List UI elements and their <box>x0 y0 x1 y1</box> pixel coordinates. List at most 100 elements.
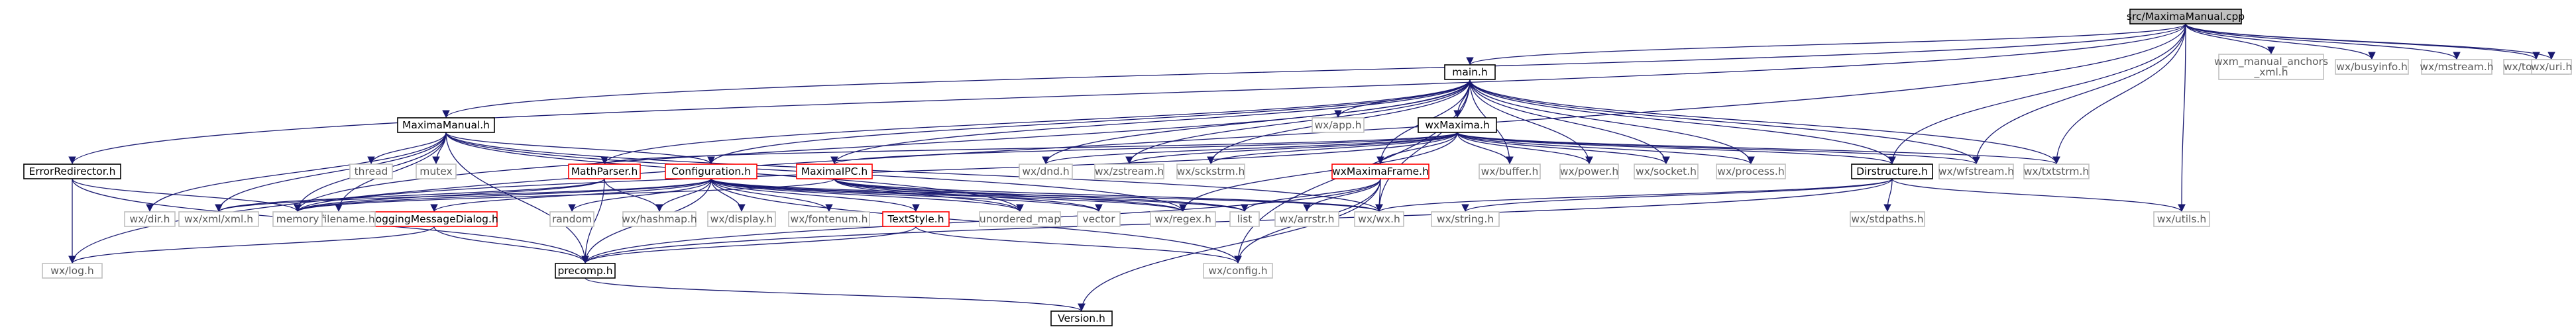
edge-mmh-to-wxdir <box>146 132 447 213</box>
edge-wxmaxima-to-wxwfstream <box>1457 132 1980 165</box>
node-wxpower[interactable]: wx/power.h <box>1559 164 1619 179</box>
edge-maximaipc-to-wxregex <box>834 178 1187 213</box>
node-wxlog[interactable]: wx/log.h <box>42 263 103 279</box>
edge-root-to-wxtxtstrm <box>2052 23 2186 165</box>
edge-wxmaxima-to-wxmframe <box>1376 132 1458 165</box>
node-label: wx/power.h <box>1560 166 1618 177</box>
edge-main-to-wxtxtstrm <box>1469 79 2060 165</box>
node-wxmanual[interactable]: wxm_manual_anchors_xml.h <box>2214 54 2328 80</box>
edge-main-to-dirstruct <box>1469 79 1896 165</box>
node-vector[interactable]: vector <box>1077 211 1121 227</box>
node-maximaipc[interactable]: MaximaIPC.h <box>796 164 873 179</box>
node-label: wx/display.h <box>710 213 773 225</box>
edge-config-to-wxconfig <box>710 178 1242 264</box>
node-label: wx/socket.h <box>1636 166 1697 177</box>
node-wxconfig[interactable]: wx/config.h <box>1203 263 1273 279</box>
edge-root-to-dirstruct <box>1888 23 2186 165</box>
node-box <box>1444 64 1496 80</box>
node-box <box>1331 164 1429 179</box>
node-textstyle[interactable]: TextStyle.h <box>882 211 950 227</box>
node-wxmframe[interactable]: wxMaximaFrame.h <box>1331 164 1429 179</box>
node-wxutils[interactable]: wx/utils.h <box>2153 211 2210 227</box>
node-unordered[interactable]: unordered_map <box>979 211 1061 227</box>
node-wxhashmap[interactable]: wx/hashmap.h <box>622 211 697 227</box>
node-box <box>1019 164 1073 179</box>
node-wxwx[interactable]: wx/wx.h <box>1354 211 1404 227</box>
node-wxzstream[interactable]: wx/zstream.h <box>1094 164 1164 179</box>
edge-root-to-wxwfstream <box>1972 23 2186 165</box>
node-label: wx/wx.h <box>1358 213 1400 225</box>
node-precomp[interactable]: precomp.h <box>555 263 616 279</box>
node-box <box>1176 164 1245 179</box>
node-box <box>2531 59 2572 75</box>
edge-wxmframe-to-list <box>1241 178 1381 213</box>
node-label: list <box>1237 213 1253 225</box>
node-wxregex[interactable]: wx/regex.h <box>1150 211 1216 227</box>
node-mmh[interactable]: MaximaManual.h <box>397 117 495 133</box>
node-box <box>788 211 870 227</box>
edge-errred-to-memory <box>72 178 302 213</box>
node-wxdnd[interactable]: wx/dnd.h <box>1019 164 1073 179</box>
node-label: MaximaIPC.h <box>801 166 868 177</box>
node-box <box>1851 164 1933 179</box>
edge-mathparser-to-wxhashmap <box>604 178 663 213</box>
node-label: thread <box>355 166 388 177</box>
node-wxwfstream[interactable]: wx/wfstream.h <box>1938 164 2014 179</box>
node-wxsocket[interactable]: wx/socket.h <box>1634 164 1699 179</box>
edge-root-to-wxlog <box>68 23 2186 264</box>
node-box <box>1850 211 1925 227</box>
edge-config-to-random <box>568 178 712 213</box>
node-box <box>1077 211 1121 227</box>
node-mathparser[interactable]: MathParser.h <box>568 164 641 179</box>
node-wxmaxima[interactable]: wxMaxima.h <box>1418 117 1497 133</box>
node-mutex[interactable]: mutex <box>416 164 457 179</box>
node-wxsckstrm[interactable]: wx/sckstrm.h <box>1176 164 1245 179</box>
node-wxdisplay[interactable]: wx/display.h <box>707 211 776 227</box>
edge-wxmframe-to-version <box>1078 178 1381 312</box>
edge-root-to-errred <box>68 23 2186 165</box>
edge-wxmaxima-to-wxzstream <box>1125 132 1458 165</box>
node-random[interactable]: random <box>549 211 594 227</box>
node-config[interactable]: Configuration.h <box>665 164 757 179</box>
edge-root-to-mmh <box>442 23 2186 118</box>
node-dirstruct[interactable]: Dirstructure.h <box>1851 164 1933 179</box>
node-thread[interactable]: thread <box>349 164 393 179</box>
node-label: wx/utils.h <box>2157 213 2206 225</box>
node-wxdir[interactable]: wx/dir.h <box>124 211 176 227</box>
edge-dirstruct-to-wxwx <box>1375 178 1893 213</box>
node-label: precomp.h <box>557 265 612 277</box>
node-wxxml[interactable]: wx/xml/xml.h <box>178 211 259 227</box>
node-wxprocess[interactable]: wx/process.h <box>1716 164 1786 179</box>
node-label: memory <box>276 213 319 225</box>
node-wxarrstr[interactable]: wx/arrstr.h <box>1274 211 1339 227</box>
node-label: random <box>552 213 592 225</box>
node-wxmstream[interactable]: wx/mstream.h <box>2420 59 2494 75</box>
node-box <box>1634 164 1699 179</box>
edge-wxmaxima-to-memory <box>294 132 1458 213</box>
node-list[interactable]: list <box>1229 211 1260 227</box>
edge-main-to-wxprocess <box>1469 79 1755 165</box>
node-wxbusyinfo[interactable]: wx/busyinfo.h <box>2335 59 2409 75</box>
node-errred[interactable]: ErrorRedirector.h <box>23 164 121 179</box>
node-wxbuffer[interactable]: wx/buffer.h <box>1479 164 1541 179</box>
node-wxfontenum[interactable]: wx/fontenum.h <box>788 211 870 227</box>
node-logmsg[interactable]: LoggingMessageDialog.h <box>370 211 498 227</box>
node-box <box>1312 117 1365 133</box>
node-box <box>178 211 259 227</box>
node-root[interactable]: src/MaximaManual.cpp <box>2127 9 2245 24</box>
node-box <box>2129 9 2242 24</box>
node-wxstdpaths[interactable]: wx/stdpaths.h <box>1850 211 1925 227</box>
node-box <box>272 211 323 227</box>
node-wxuri[interactable]: wx/uri.h <box>2531 59 2572 75</box>
node-wxstring[interactable]: wx/string.h <box>1431 211 1500 227</box>
node-wxtxtstrm[interactable]: wx/txtstrm.h <box>2023 164 2090 179</box>
node-label: wxm_manual_anchors <box>2214 56 2328 68</box>
node-box <box>882 211 950 227</box>
node-wxapp[interactable]: wx/app.h <box>1312 117 1365 133</box>
node-label: Version.h <box>1058 312 1105 324</box>
edge-wxmaxima-to-maximaipc <box>830 132 1458 165</box>
node-version[interactable]: Version.h <box>1050 310 1113 326</box>
edge-maximaipc-to-unordered <box>834 178 1024 213</box>
node-memory[interactable]: memory <box>272 211 323 227</box>
node-main[interactable]: main.h <box>1444 64 1496 80</box>
